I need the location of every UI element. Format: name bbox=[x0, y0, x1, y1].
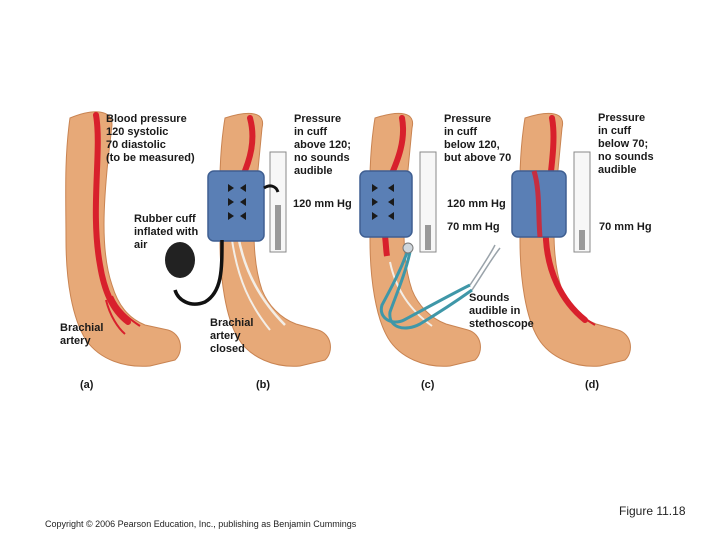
panel-letter-a: (a) bbox=[80, 379, 94, 391]
label-120-mmhg-c: 120 mm Hg bbox=[447, 198, 506, 210]
label-pressure-above-120: Pressure in cuff above 120; no sounds au… bbox=[294, 113, 351, 177]
panel-letter-b: (b) bbox=[256, 379, 271, 391]
figure-number: Figure 11.18 bbox=[619, 504, 686, 518]
label-blood-pressure: Blood pressure 120 systolic 70 diastolic… bbox=[106, 113, 195, 164]
label-70-mmhg-d: 70 mm Hg bbox=[599, 221, 652, 233]
arm-panel-b bbox=[165, 112, 331, 367]
label-brachial-artery: Brachial artery bbox=[60, 322, 104, 347]
label-rubber-cuff: Rubber cuff inflated with air bbox=[134, 213, 199, 251]
label-pressure-below-70: Pressure in cuff below 70; no sounds aud… bbox=[598, 112, 654, 176]
label-brachial-artery-closed: Brachial artery closed bbox=[210, 317, 254, 355]
cuff-c bbox=[359, 170, 413, 238]
cuff-b bbox=[207, 170, 265, 242]
panel-letter-c: (c) bbox=[421, 379, 435, 391]
label-pressure-between: Pressure in cuff below 120, but above 70 bbox=[444, 113, 512, 164]
arm-panel-a bbox=[65, 111, 181, 367]
label-sounds-audible: Sounds audible in stethoscope bbox=[469, 292, 534, 330]
copyright-text: Copyright © 2006 Pearson Education, Inc.… bbox=[45, 519, 357, 529]
inflation-bulb bbox=[165, 242, 195, 278]
label-120-mmhg-b: 120 mm Hg bbox=[293, 198, 352, 210]
label-70-mmhg-c: 70 mm Hg bbox=[447, 221, 500, 233]
stethoscope bbox=[379, 249, 473, 330]
panel-letter-d: (d) bbox=[585, 379, 600, 391]
arm-panel-c bbox=[359, 112, 501, 367]
arm-panel-d bbox=[511, 112, 631, 367]
